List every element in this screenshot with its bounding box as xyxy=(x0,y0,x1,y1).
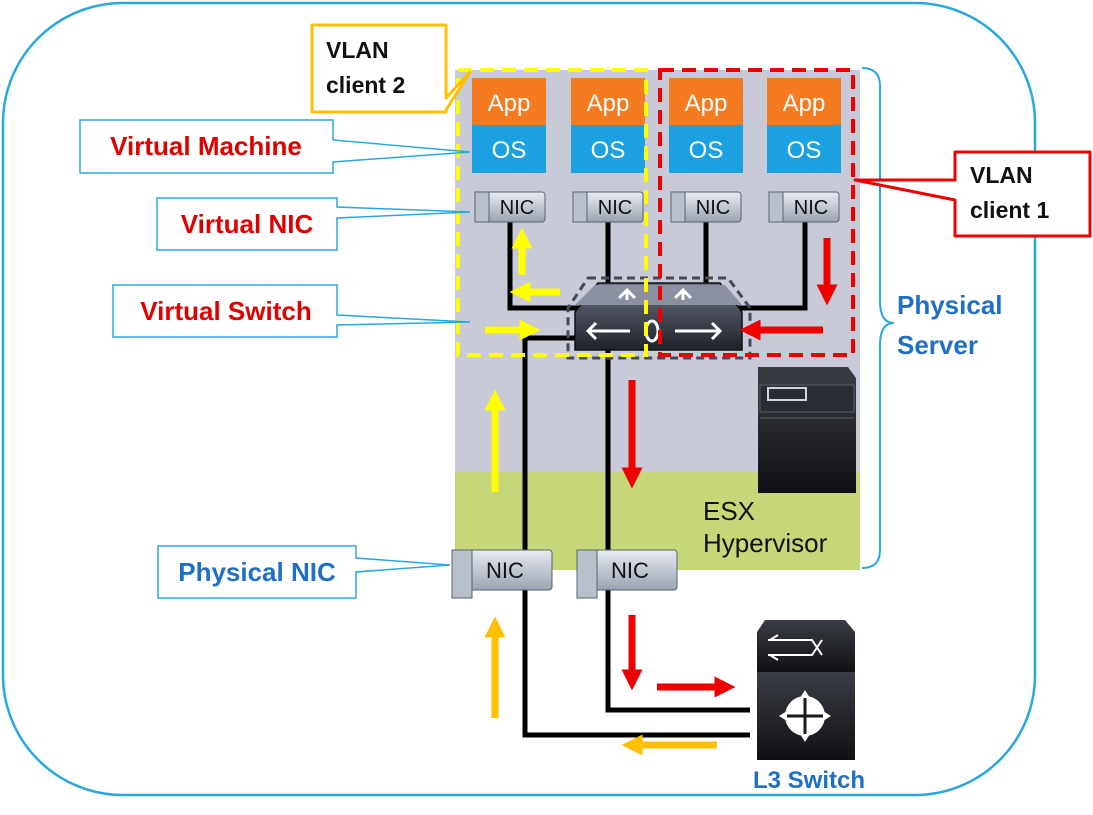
uplink-flow xyxy=(484,616,717,756)
os-label: OS xyxy=(492,137,527,164)
nic-label: NIC xyxy=(696,197,730,219)
vlan-client-2-line2: client 2 xyxy=(326,72,405,98)
os-box xyxy=(472,125,546,173)
virtual-nic-label: Virtual NIC xyxy=(181,209,314,239)
vlan-client-1-flow xyxy=(621,238,838,698)
l3-switch-icon xyxy=(757,620,855,760)
virtual-machine-label: Virtual Machine xyxy=(110,131,302,161)
vlan-client-1-line1: VLAN xyxy=(970,162,1033,188)
os-box xyxy=(669,125,743,173)
virtual-nic-4: NIC xyxy=(768,191,840,223)
physical-nic-1: NIC xyxy=(451,549,553,599)
l3-switch-label: L3 Switch xyxy=(753,767,865,794)
os-box xyxy=(571,125,645,173)
app-label: App xyxy=(685,90,728,117)
os-label: OS xyxy=(591,137,626,164)
physical-server-label-line1: Physical xyxy=(897,290,1003,320)
vm-1: App OS xyxy=(472,78,546,173)
app-box xyxy=(472,78,546,125)
vlan-client-2-line1: VLAN xyxy=(326,37,389,63)
physical-nic-2: NIC xyxy=(576,549,678,599)
virtual-switch-label: Virtual Switch xyxy=(140,296,311,326)
esx-server-icon xyxy=(758,367,856,493)
nic-label: NIC xyxy=(500,197,534,219)
os-label: OS xyxy=(689,137,724,164)
vm-2: App OS xyxy=(571,78,645,173)
outer-boundary xyxy=(1,1,1037,797)
app-label: App xyxy=(783,90,826,117)
nic-label: NIC xyxy=(486,558,524,583)
app-box xyxy=(571,78,645,125)
app-box xyxy=(767,78,841,125)
app-label: App xyxy=(488,90,531,117)
physical-server-brace xyxy=(861,67,895,569)
vlan-client-1-box xyxy=(658,68,855,357)
virtual-switch-callout: Virtual Switch xyxy=(112,284,471,338)
virtual-nic-callout: Virtual NIC xyxy=(156,197,471,251)
nic-label: NIC xyxy=(598,197,632,219)
virtual-machine-callout: Virtual Machine xyxy=(79,119,471,174)
virtual-nic-3: NIC xyxy=(670,191,742,223)
hypervisor-label-line1: ESX xyxy=(703,496,755,526)
physical-nic-callout: Physical NIC xyxy=(157,545,451,599)
vlan-client-1-line2: client 1 xyxy=(970,197,1049,223)
physical-server-label-line2: Server xyxy=(897,330,978,360)
nic-label: NIC xyxy=(611,558,649,583)
vm-4: App OS xyxy=(767,78,841,173)
physical-nic-label: Physical NIC xyxy=(178,557,336,587)
app-label: App xyxy=(587,90,630,117)
os-box xyxy=(767,125,841,173)
virtual-nic-1: NIC xyxy=(474,191,546,223)
app-box xyxy=(669,78,743,125)
vlan-client-1-callout: VLAN client 1 xyxy=(853,150,1092,238)
vlan-client-2-flow xyxy=(484,227,560,492)
nic-label: NIC xyxy=(794,197,828,219)
virtual-nic-2: NIC xyxy=(572,191,644,223)
hypervisor-label-line2: Hypervisor xyxy=(703,528,828,558)
vm-3: App OS xyxy=(669,78,743,173)
vlan-client-2-callout: VLAN client 2 xyxy=(310,23,472,114)
os-label: OS xyxy=(787,137,822,164)
